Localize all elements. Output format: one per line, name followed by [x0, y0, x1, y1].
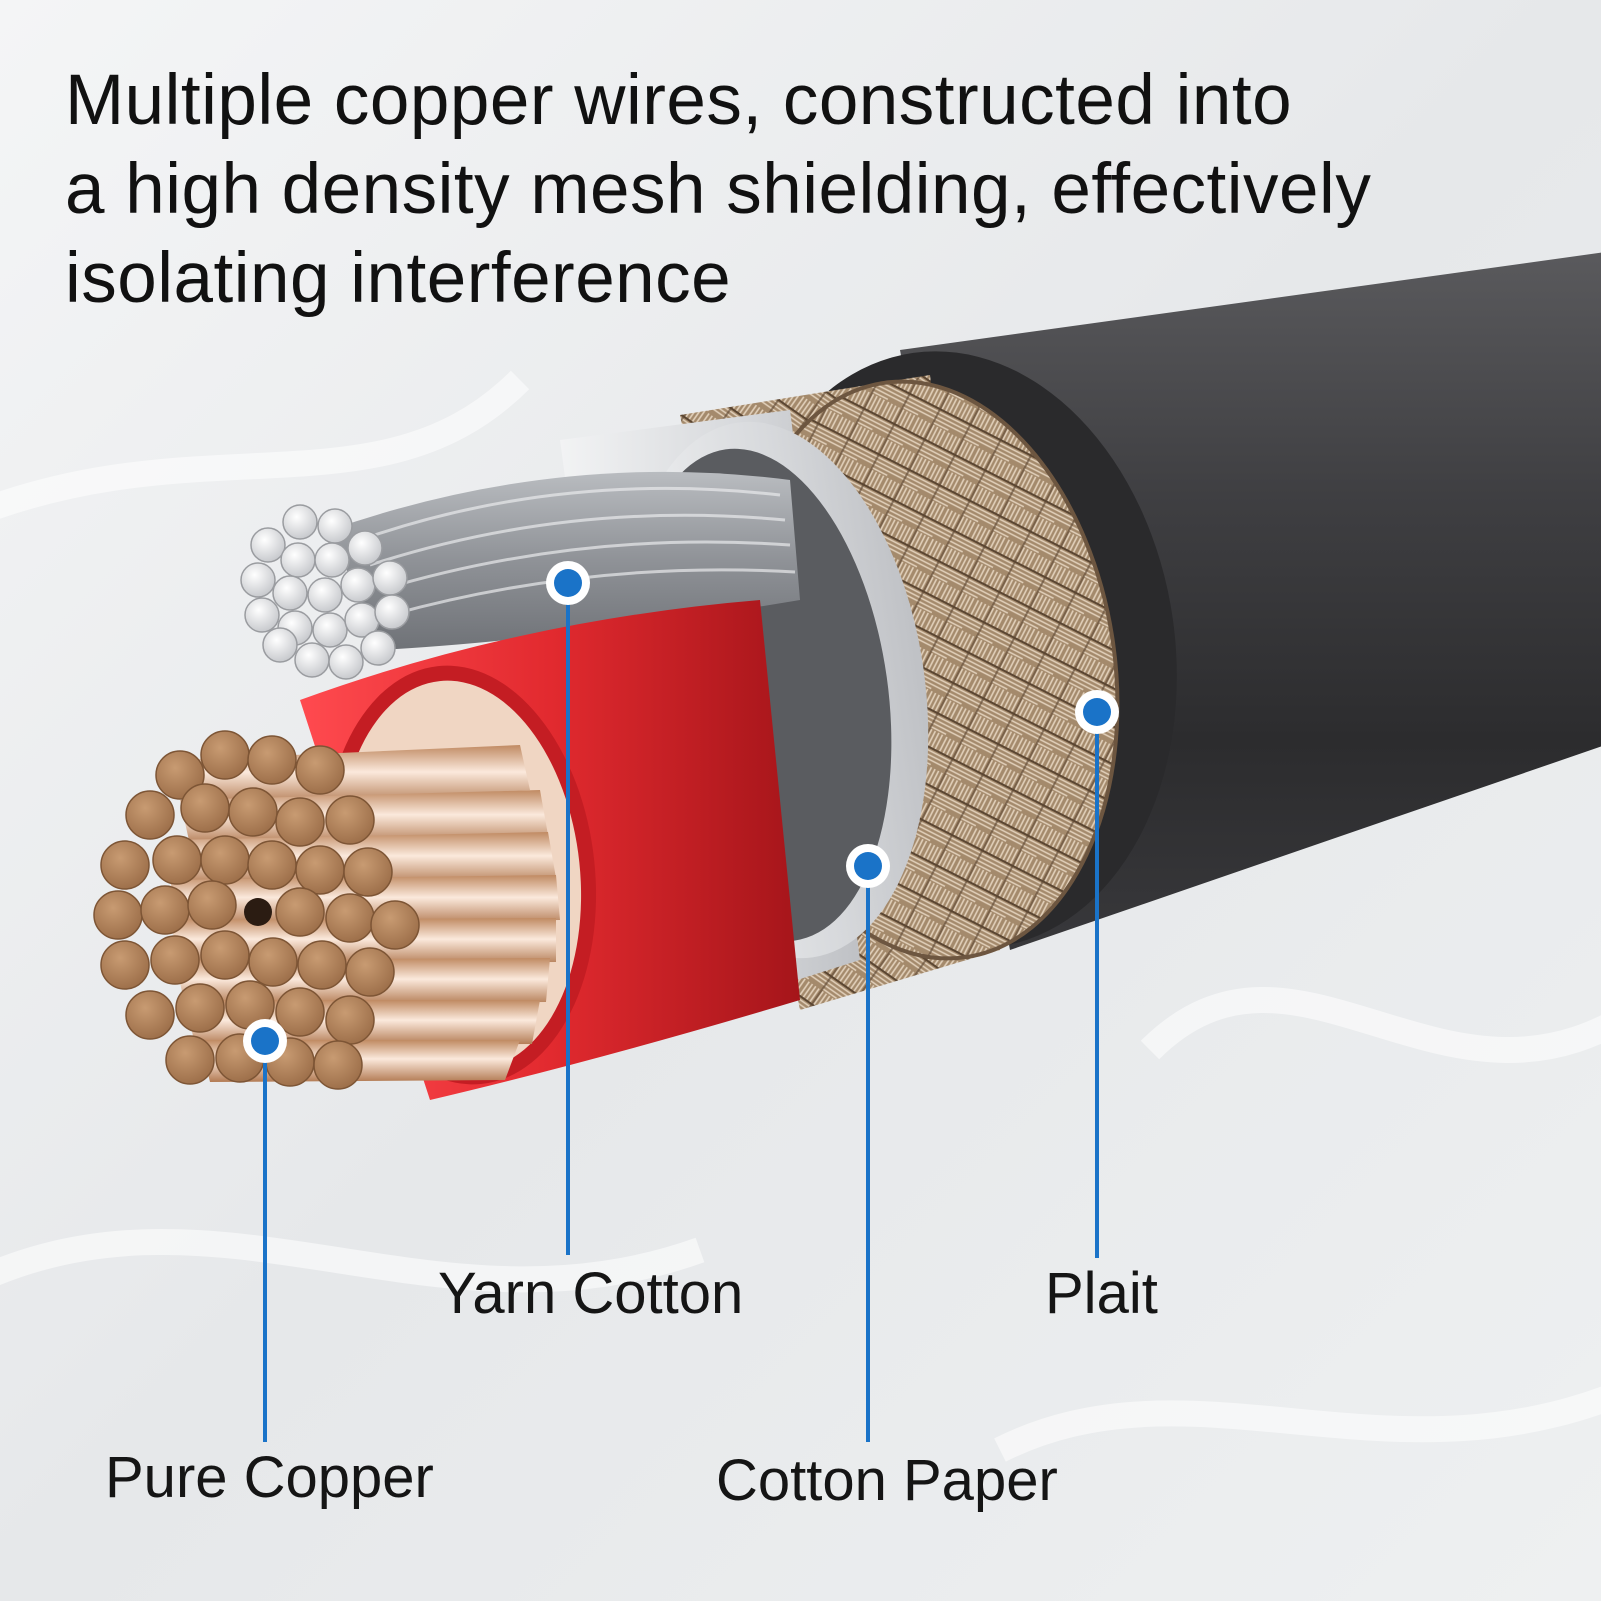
marker-yarn-cotton	[546, 561, 590, 605]
background-swirls	[0, 370, 1601, 1462]
label-yarn-cotton: Yarn Cotton	[438, 1261, 744, 1326]
headline-line-3: isolating interference	[65, 239, 732, 318]
headline-line-2: a high density mesh shielding, effective…	[65, 150, 1372, 229]
silver-strand-ends	[240, 504, 410, 680]
callout-markers	[243, 561, 1119, 1063]
headline: Multiple copper wires, constructed into …	[65, 56, 1545, 323]
marker-pure-copper	[243, 1019, 287, 1063]
marker-cotton-paper	[846, 844, 890, 888]
silver-conductor	[330, 471, 800, 650]
marker-plait	[1075, 690, 1119, 734]
headline-line-1: Multiple copper wires, constructed into	[65, 61, 1293, 140]
label-plait: Plait	[1045, 1261, 1158, 1326]
label-pure-copper: Pure Copper	[105, 1445, 434, 1510]
label-cotton-paper: Cotton Paper	[716, 1448, 1058, 1513]
copper-strand-ends	[93, 730, 420, 1090]
callout-leader-lines	[263, 583, 1099, 1442]
